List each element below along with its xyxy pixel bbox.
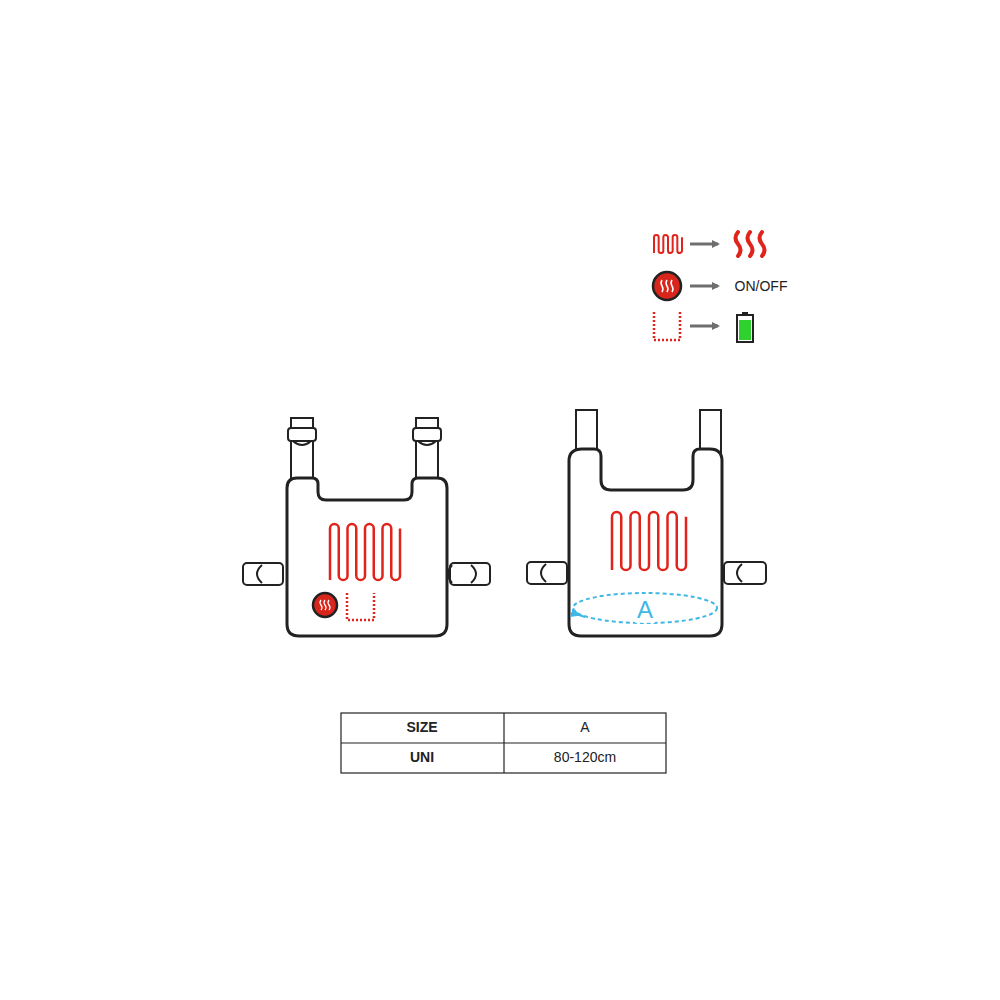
size-table xyxy=(341,713,666,773)
table-cell: A xyxy=(580,720,589,735)
dimension-label: A xyxy=(635,597,655,623)
front-vest xyxy=(243,418,490,636)
table-cell: 80-120cm xyxy=(554,750,616,765)
table-header: UNI xyxy=(410,750,434,765)
table-header: SIZE xyxy=(406,720,437,735)
back-vest xyxy=(527,410,766,636)
legend-text: ON/OFF xyxy=(735,279,788,294)
